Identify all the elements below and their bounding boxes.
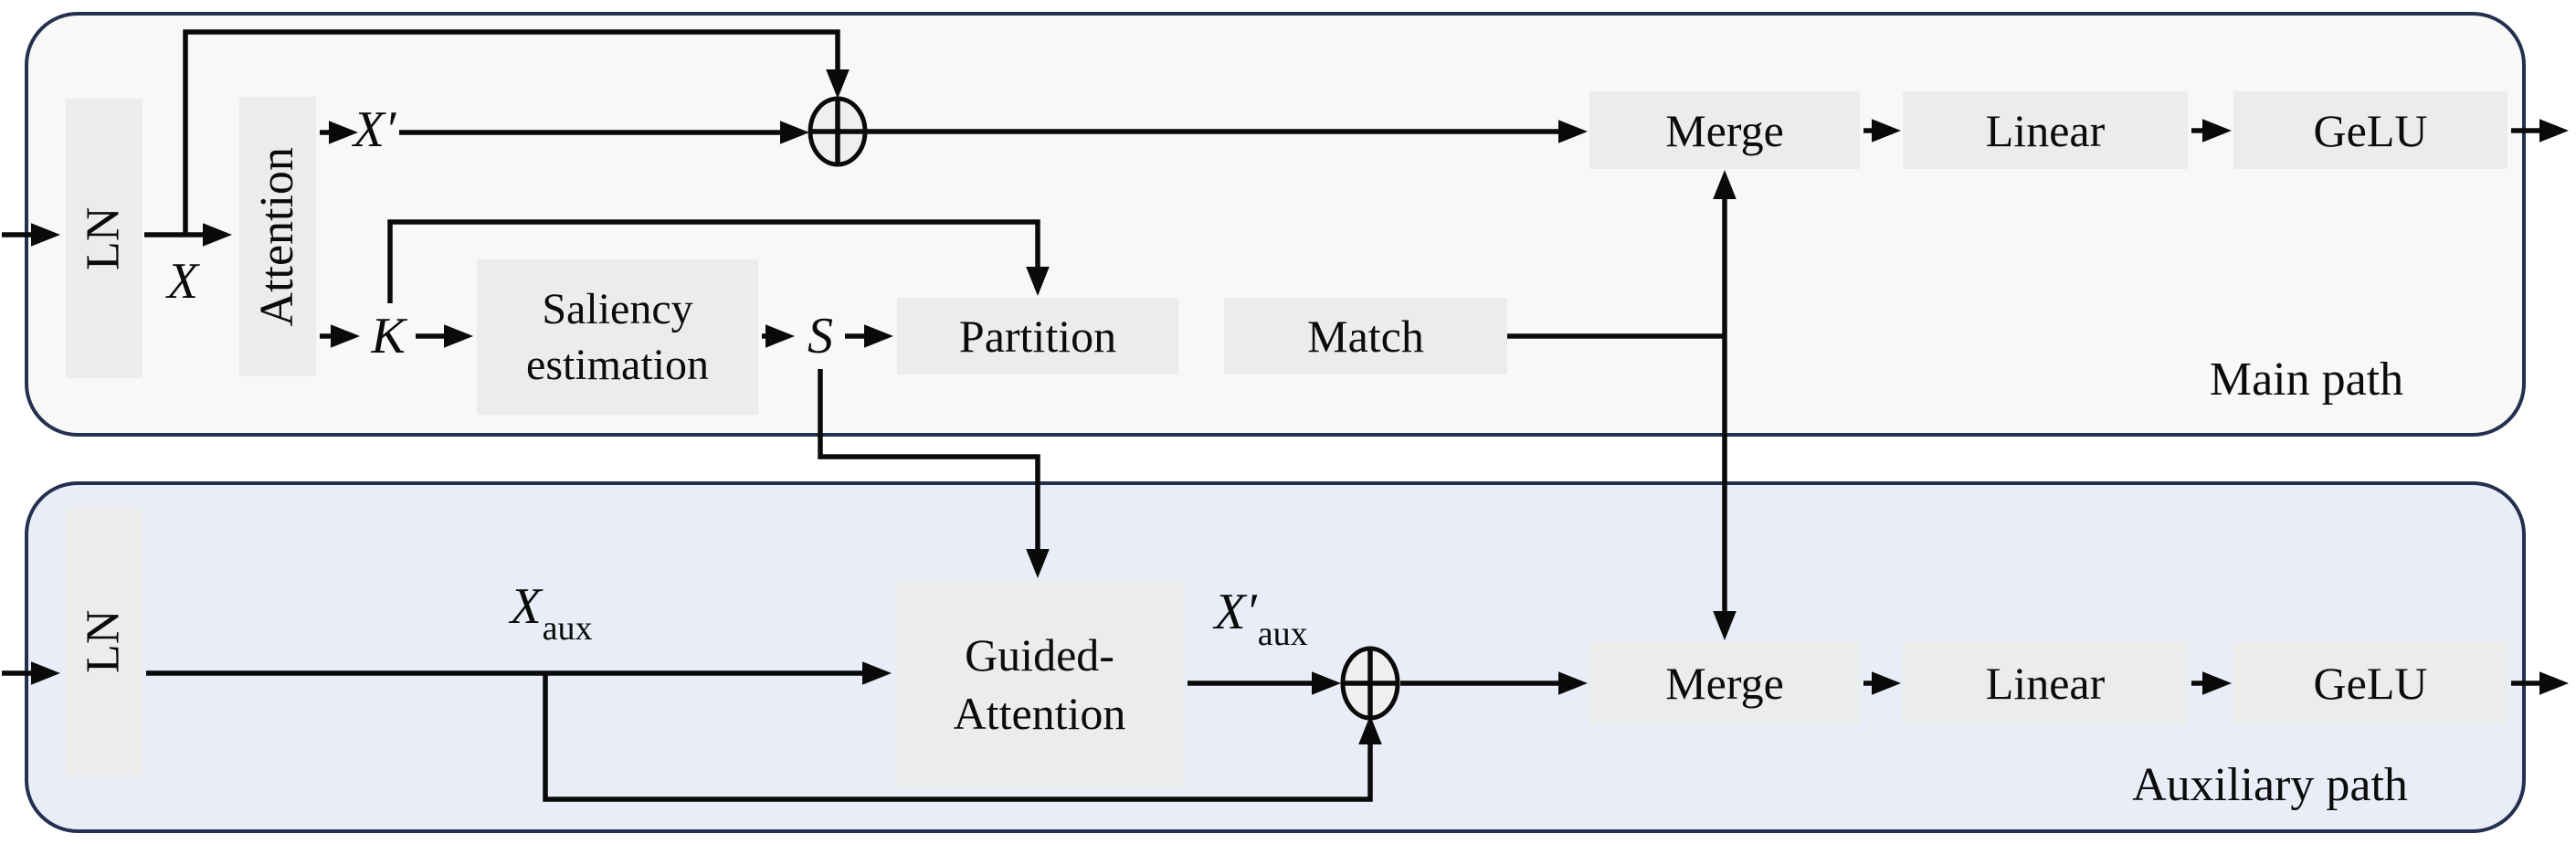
wire-s-to-guided-attention <box>818 369 1050 578</box>
wire-k-to-partition <box>387 219 1050 303</box>
block-gelu-main-label: GeLU <box>2313 104 2428 156</box>
auxiliary-path-caption: Auxiliary path <box>2132 759 2408 811</box>
block-ln-aux-label: LN <box>77 609 130 674</box>
block-guided-attention: Guided-Attention <box>895 580 1184 788</box>
block-linear-aux-label: Linear <box>1985 658 2106 709</box>
block-merge-main: Merge <box>1589 91 1860 169</box>
block-merge-aux: Merge <box>1589 642 1860 724</box>
circled-plus-icon <box>1340 646 1400 721</box>
block-ln-main: LN <box>66 99 143 378</box>
block-merge-aux-label: Merge <box>1665 658 1784 709</box>
block-ln-aux: LN <box>66 507 143 776</box>
signal-x-prime-aux-label: X′aux <box>1214 584 1308 654</box>
block-linear-aux: Linear <box>1903 642 2188 724</box>
block-ln-main-label: LN <box>77 206 130 270</box>
wire-residual-xaux-to-adder <box>543 673 1382 802</box>
block-partition: Partition <box>897 298 1178 375</box>
signal-s-label: S <box>808 308 833 364</box>
wire-residual-x-to-adder <box>183 29 850 235</box>
block-gelu-aux-label: GeLU <box>2313 658 2428 709</box>
block-attention: Attention <box>239 97 316 376</box>
block-gelu-aux: GeLU <box>2233 642 2507 724</box>
block-saliency-estimation-label: Saliency estimation <box>526 284 709 389</box>
block-linear-main: Linear <box>1903 91 2188 169</box>
block-match: Match <box>1224 298 1507 375</box>
signal-x-prime-label: X′ <box>353 101 396 158</box>
block-partition-label: Partition <box>958 311 1117 362</box>
block-match-label: Match <box>1307 311 1424 362</box>
circled-plus-icon <box>808 96 868 167</box>
signal-x-aux-label: Xaux <box>510 578 593 649</box>
signal-x-label: X <box>166 253 199 310</box>
block-guided-attention-label: Guided-Attention <box>953 629 1126 739</box>
signal-k-label: K <box>371 308 406 364</box>
block-attention-label: Attention <box>250 146 303 327</box>
block-merge-main-label: Merge <box>1665 104 1784 156</box>
main-path-caption: Main path <box>2209 353 2404 406</box>
block-linear-main-label: Linear <box>1985 104 2106 156</box>
block-saliency-estimation: Saliency estimation <box>477 259 758 415</box>
block-gelu-main: GeLU <box>2233 91 2507 169</box>
